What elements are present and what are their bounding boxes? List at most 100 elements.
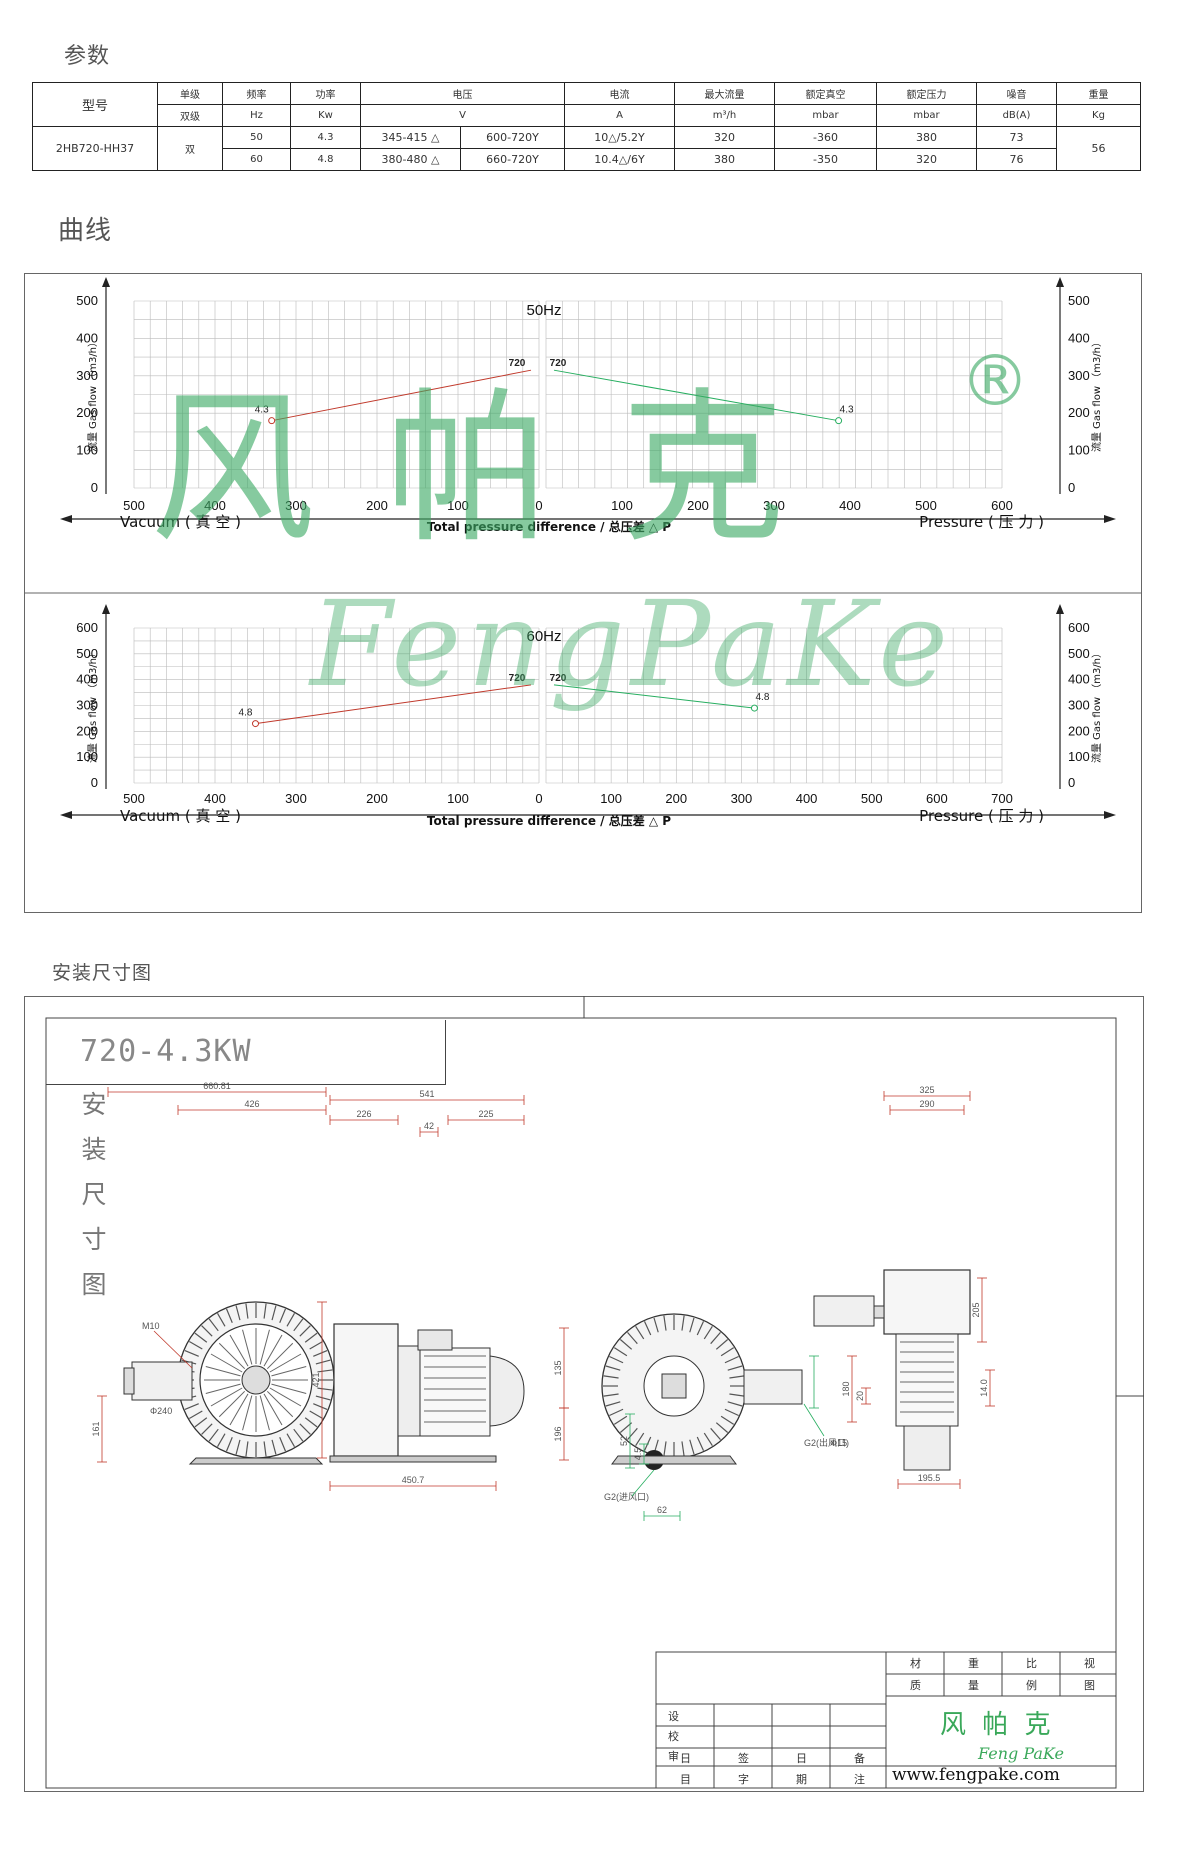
rear-base: [611, 1455, 737, 1465]
fin-line: [715, 1339, 729, 1350]
cell: 380-480 △: [360, 148, 461, 171]
tb-cell: 量: [968, 1679, 979, 1692]
thread-label: M10: [142, 1321, 160, 1331]
fin-line: [263, 1441, 267, 1457]
fin-line: [635, 1432, 645, 1447]
y-tick-label: 100: [76, 749, 98, 764]
fin-line: [613, 1415, 628, 1425]
fin-line: [710, 1331, 721, 1345]
impeller-blade: [210, 1353, 243, 1373]
x-tick-label: 200: [687, 498, 709, 513]
leader-line: [631, 1469, 655, 1497]
header-cell: 噪音: [976, 82, 1057, 105]
fin-line: [201, 1325, 213, 1337]
vacuum-label: Vacuum ( 真 空 ): [120, 807, 241, 825]
y-tick-label: 500: [76, 293, 98, 308]
y-tick-label: 200: [76, 405, 98, 420]
tb-cell: 设: [668, 1710, 679, 1723]
y-tick-label: 600: [1068, 620, 1090, 635]
unit-cell: Hz: [222, 104, 291, 127]
x-tick-label: 300: [763, 498, 785, 513]
x-tick-label: 200: [665, 791, 687, 806]
unit-cell: Kg: [1056, 104, 1141, 127]
dimension-label: 4.5: [633, 1448, 643, 1461]
fin-line: [720, 1347, 735, 1357]
x-tick-label: 700: [991, 791, 1013, 806]
arrow-up-icon: [1056, 277, 1064, 287]
fin-line: [299, 1325, 311, 1337]
impeller-blade: [269, 1387, 302, 1407]
install-drawing: 660.81426421161M10Φ240541226422251351964…: [45, 996, 1144, 1789]
fin-line: [208, 1428, 219, 1442]
cell: 345-415 △: [360, 126, 461, 149]
data-point: [835, 417, 843, 425]
y-tick-label: 300: [1068, 698, 1090, 713]
x-tick-label: 300: [285, 791, 307, 806]
unit-cell: m³/h: [674, 104, 775, 127]
fin-line: [225, 1308, 233, 1323]
fin-line: [286, 1313, 296, 1327]
chart-title: 60Hz: [526, 628, 561, 645]
watermark-registered-icon: ®: [960, 340, 1030, 422]
tb-cell: 签: [738, 1751, 749, 1765]
front-motor-cap: [123, 1367, 135, 1395]
fin-line: [619, 1339, 633, 1350]
fin-line: [627, 1427, 638, 1441]
pressure-label: Pressure ( 压 力 ): [919, 513, 1044, 531]
fin-line: [189, 1340, 203, 1350]
fin-line: [689, 1317, 695, 1333]
impeller-blade: [242, 1329, 253, 1365]
y-tick-label: 100: [1068, 443, 1090, 458]
dimension-label: 195.5: [918, 1473, 941, 1483]
table-header-row: 型号 单级 频率 功率 电压 电流 最大流量 额定真空 额定压力 噪音 重量: [32, 82, 1141, 127]
dimension-label: 20: [855, 1391, 865, 1401]
x-tick-label: 200: [366, 791, 388, 806]
y-axis-label: 流量 Gas flow （m3/h）: [1090, 337, 1103, 452]
impeller-blade: [229, 1334, 249, 1367]
cell: 320: [876, 148, 977, 171]
y-tick-label: 0: [1068, 775, 1075, 790]
tb-cell: 备: [854, 1751, 865, 1765]
fin-line: [724, 1355, 739, 1364]
tb-cell: 视: [1084, 1656, 1095, 1670]
fin-line: [603, 1393, 619, 1397]
diameter-label: Φ240: [150, 1406, 172, 1416]
dimension-label: 180: [841, 1381, 851, 1396]
fin-line: [681, 1315, 685, 1331]
data-label: 4.3: [255, 405, 269, 416]
tb-cell: 校: [668, 1729, 679, 1743]
cell: 10.4△/6Y: [564, 148, 675, 171]
table-row: 2HB720-HH37 双 50 4.3 345-415 △ 600-720Y …: [32, 126, 1141, 171]
y-tick-label: 0: [91, 480, 98, 495]
impeller-blade: [205, 1383, 241, 1394]
dimension-label: 14.0: [979, 1379, 989, 1397]
dimension-label: 205: [971, 1302, 981, 1317]
drawing-model-label: 720-4.3KW: [80, 1034, 252, 1069]
curve-section-title: 曲线: [58, 216, 113, 246]
side-flange: [397, 1345, 421, 1437]
header-cell: 频率: [222, 82, 291, 105]
y-tick-label: 200: [1068, 723, 1090, 738]
y-tick-label: 400: [76, 330, 98, 345]
fin-line: [309, 1410, 323, 1420]
impeller-blade: [263, 1334, 283, 1367]
tb-cell: 例: [1026, 1678, 1037, 1692]
dimension-label: 325: [919, 1085, 934, 1095]
fin-line: [696, 1321, 705, 1336]
x-tick-label: 100: [611, 498, 633, 513]
x-tick-label: 400: [839, 498, 861, 513]
leader-line: [803, 1403, 825, 1437]
x-tick-label: 400: [204, 498, 226, 513]
fin-line: [703, 1432, 713, 1447]
fin-line: [263, 1303, 267, 1319]
data-label: 4.8: [239, 708, 253, 719]
impeller-blade: [263, 1393, 283, 1426]
cell: -350: [774, 148, 877, 171]
website-url: www.fengpake.com: [892, 1765, 1060, 1785]
impeller-blade: [266, 1390, 294, 1418]
x-tick-label: 0: [535, 791, 542, 806]
cell: 600-720Y: [460, 126, 565, 149]
series-line-pressure: [553, 369, 839, 422]
